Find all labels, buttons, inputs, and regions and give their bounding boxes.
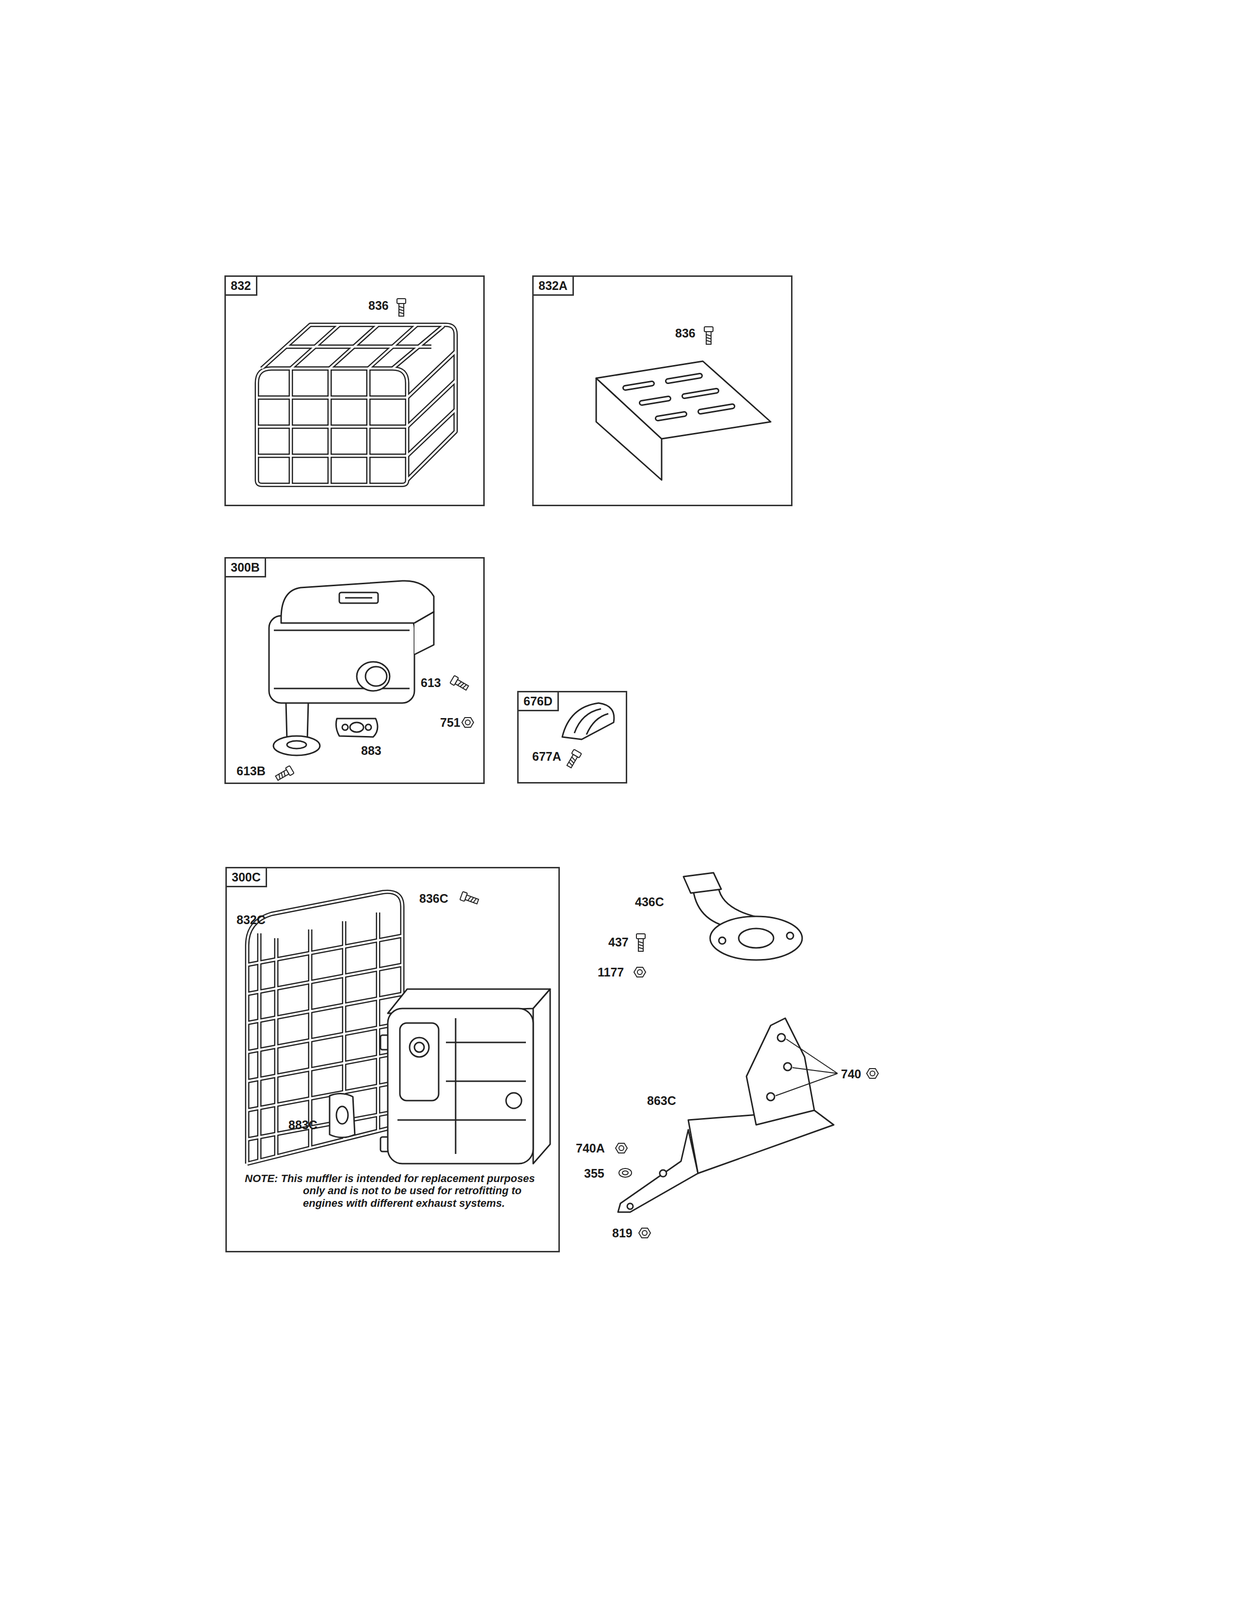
callout-number: 863C: [647, 1093, 677, 1108]
callout-number: 819: [612, 1225, 633, 1240]
callout-number: 836: [368, 298, 389, 313]
callout-number: 740A: [575, 1140, 605, 1156]
part-group-box: 300B: [224, 556, 485, 784]
callout-number: 836C: [419, 890, 449, 906]
group-tag: 300B: [225, 558, 267, 578]
callout-number: 437: [608, 934, 629, 950]
callout-number: 883: [361, 743, 382, 758]
group-tag: 832A: [533, 276, 574, 296]
note-text: NOTE: This muffler is intended for repla…: [244, 1172, 551, 1209]
group-tag: 832: [225, 276, 258, 296]
callout-number: 1177: [597, 964, 624, 980]
callout-number: 436C: [634, 894, 665, 909]
callout-number: 832C: [236, 912, 266, 927]
group-tag: 676D: [518, 692, 559, 712]
callout-number: 613B: [236, 763, 266, 778]
callout-number: 613: [420, 675, 442, 690]
callout-number: 355: [584, 1165, 605, 1181]
callout-number: 677A: [532, 748, 562, 764]
callout-number: 751: [440, 714, 461, 730]
callout-number: 883C: [288, 1117, 318, 1132]
part-group-box: 832A: [532, 275, 793, 507]
part-group-box: 676D: [517, 690, 628, 784]
callout-number: 836: [675, 325, 696, 341]
callout-number: 740: [840, 1066, 862, 1081]
part-group-box: 832: [224, 275, 485, 507]
group-tag: 300C: [226, 868, 268, 888]
